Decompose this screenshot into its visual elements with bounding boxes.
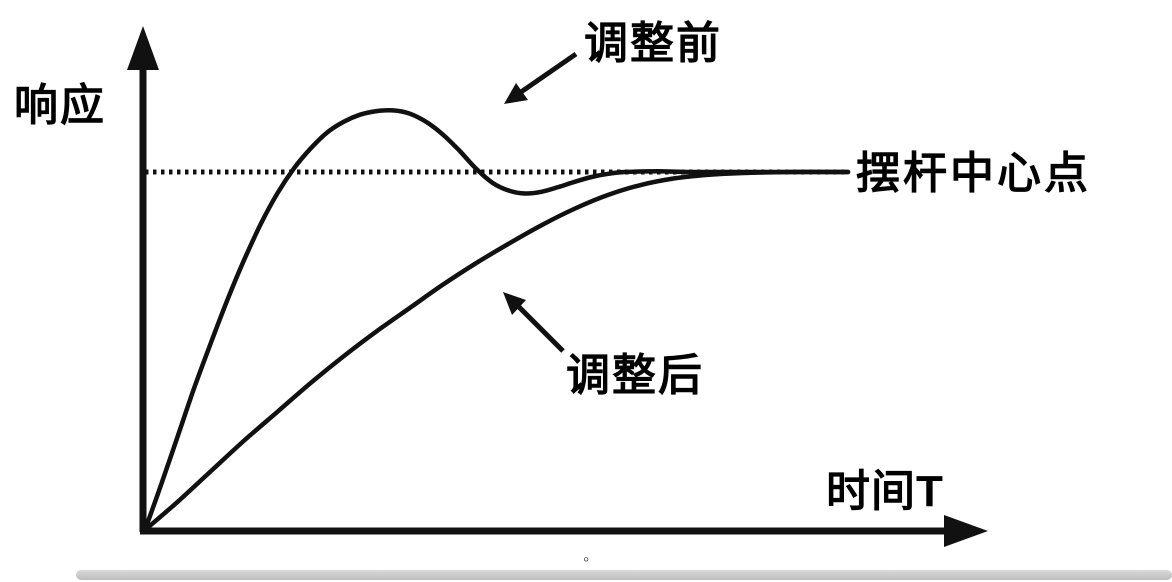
horizontal-scrollbar[interactable]: [76, 570, 1172, 580]
y-axis-arrowhead: [127, 26, 159, 70]
y-axis: [127, 26, 159, 532]
x-axis: [140, 515, 988, 547]
reference-line-label: 摆杆中心点: [856, 149, 1091, 198]
x-axis-arrowhead: [944, 515, 988, 547]
annotation-label-before: 调整前: [584, 19, 722, 68]
annotation-label-after: 调整后: [566, 351, 704, 400]
footer-mark: °: [583, 555, 590, 572]
curve-after-adjustment: [142, 169, 851, 533]
y-axis-label: 响应: [14, 81, 106, 130]
annotation-arrow-before: [504, 51, 578, 104]
response-curves: [142, 107, 851, 533]
x-axis-label: 时间T: [826, 467, 944, 516]
curve-before-adjustment: [142, 107, 851, 533]
annotation-arrow-after: [503, 292, 565, 353]
